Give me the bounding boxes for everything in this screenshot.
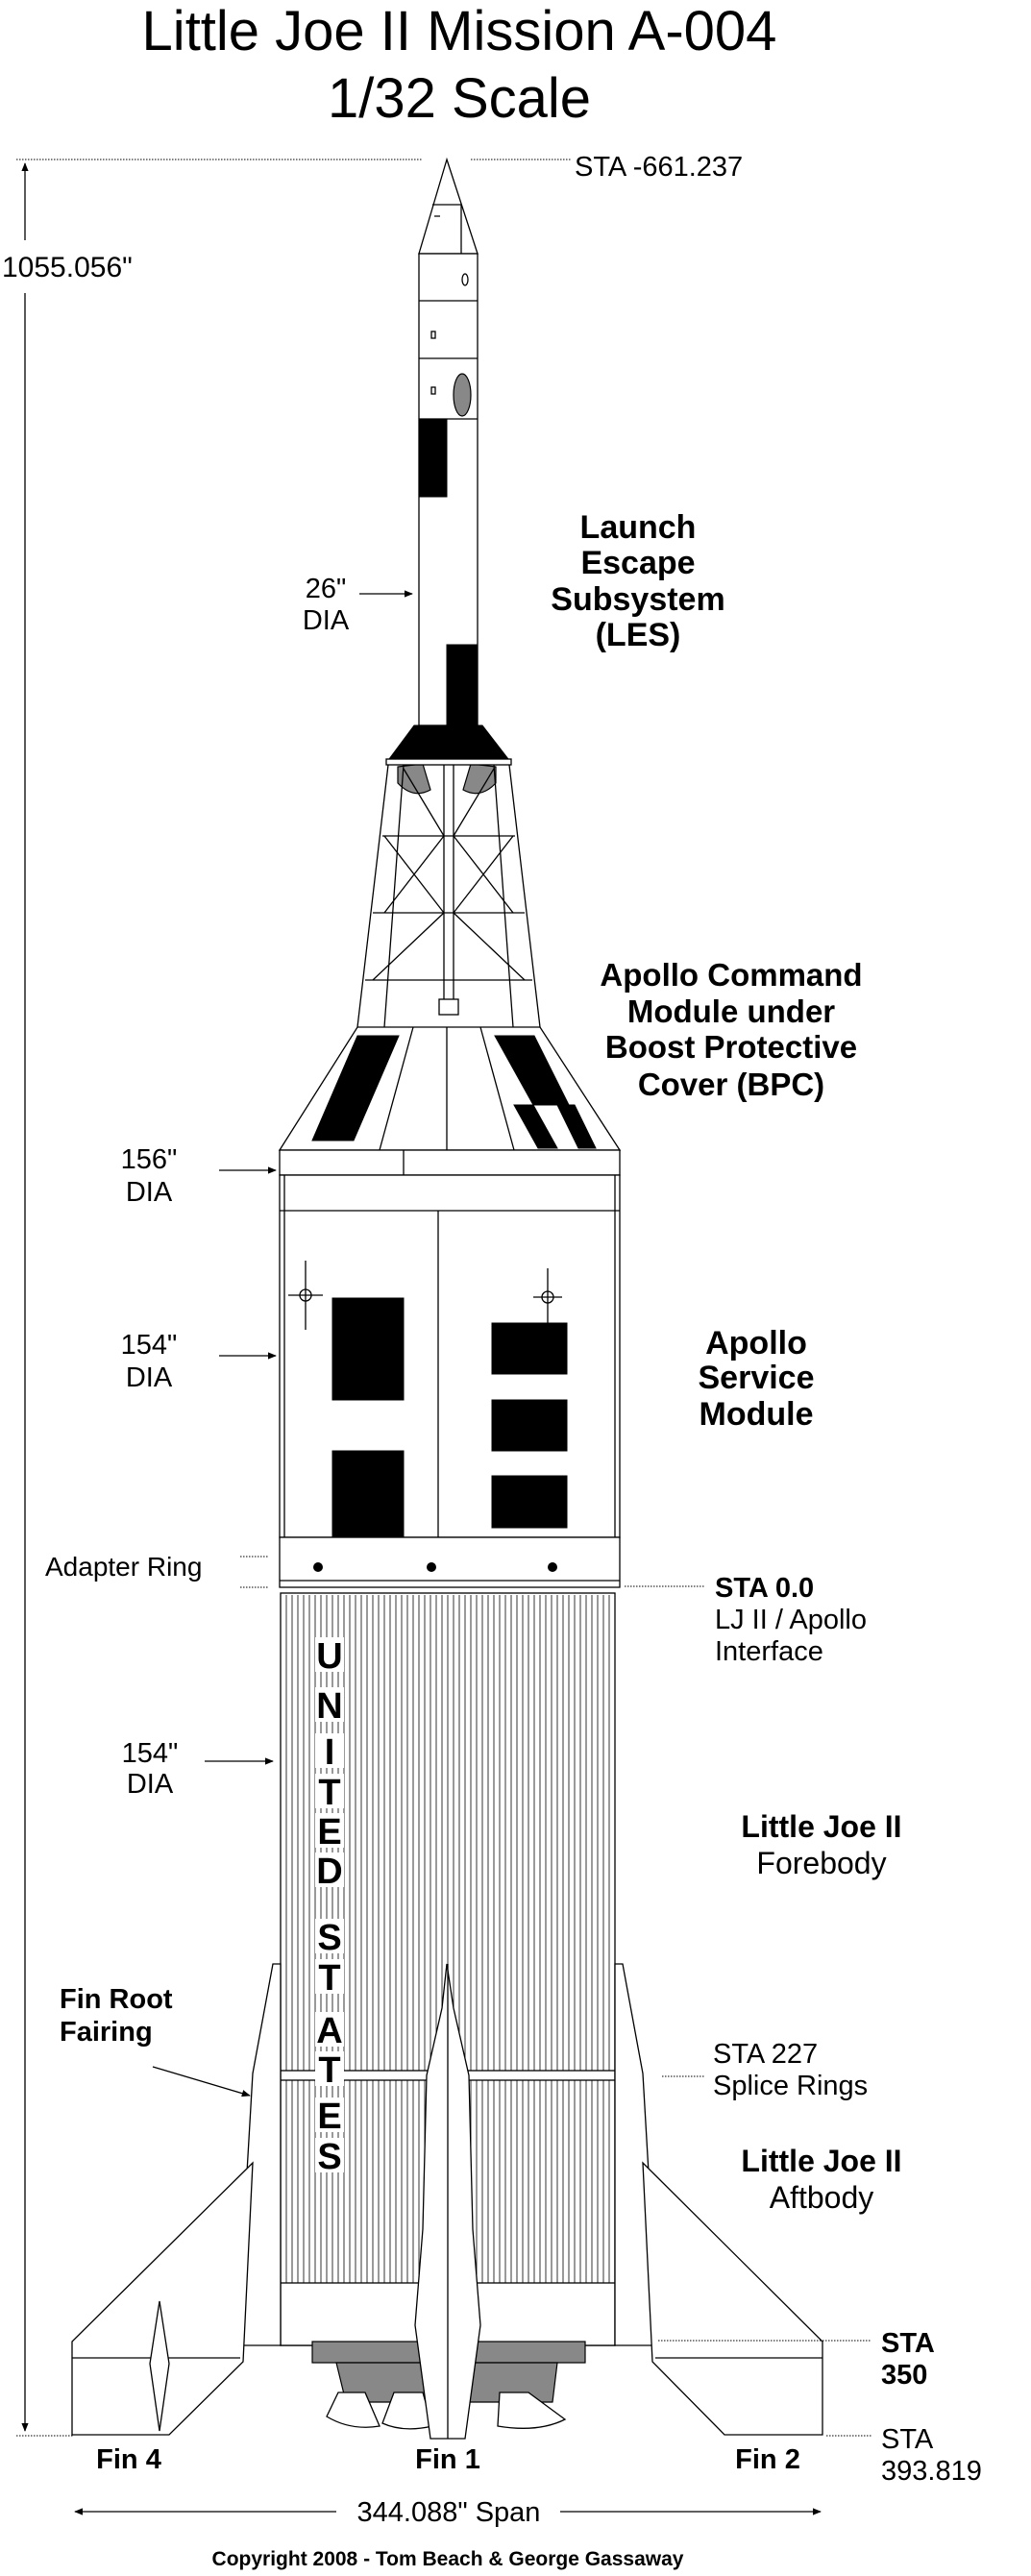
fin-root-label: Fairing bbox=[60, 2017, 153, 2048]
les-dia-label: DIA bbox=[303, 605, 350, 636]
sm-dia-label: DIA bbox=[126, 1362, 173, 1393]
splice-label: STA 227 bbox=[713, 2039, 818, 2070]
cm-dia-label: DIA bbox=[126, 1177, 173, 1208]
lettering-background bbox=[315, 1852, 344, 1887]
lettering-background bbox=[315, 1813, 344, 1848]
les-label-line: Escape bbox=[580, 545, 695, 581]
cm-label-line: Cover (BPC) bbox=[638, 1067, 824, 1102]
sm-label-line: Module bbox=[700, 1396, 814, 1433]
les-label-line: Subsystem bbox=[551, 581, 724, 618]
sm-label-line: Service bbox=[699, 1360, 815, 1396]
splice-label: Splice Rings bbox=[713, 2071, 868, 2101]
span-label: 344.088" Span bbox=[357, 2497, 541, 2528]
body-letter: E bbox=[317, 2097, 341, 2137]
body-letter: I bbox=[325, 1732, 335, 1773]
launch-escape-tower bbox=[356, 157, 541, 1028]
les-label-line: (LES) bbox=[596, 617, 681, 653]
overall-height-label: 1055.056" bbox=[2, 252, 133, 283]
body-letter: S bbox=[317, 2137, 341, 2177]
sta350-label: STA bbox=[881, 2328, 935, 2359]
body-letter: T bbox=[318, 2050, 340, 2091]
body-letter: A bbox=[316, 2011, 342, 2051]
body-letter: D bbox=[316, 1852, 342, 1892]
lettering-background bbox=[315, 1733, 344, 1768]
fin-root-label: Fin Root bbox=[60, 1984, 173, 2015]
les-label: Launch Escape Subsystem (LES) bbox=[551, 509, 724, 653]
aftbody-label: Little Joe II bbox=[741, 2144, 901, 2178]
forebody-dia-label: 154" bbox=[122, 1738, 179, 1769]
lettering-background bbox=[315, 1919, 344, 1953]
lettering-background bbox=[315, 1959, 344, 1994]
lettering-background bbox=[315, 2051, 344, 2086]
sta350-label: 350 bbox=[881, 2360, 927, 2391]
lettering-background bbox=[315, 1687, 344, 1722]
body-letter: T bbox=[318, 1958, 340, 1999]
lettering-background bbox=[315, 1637, 344, 1672]
cm-dia-label: 156" bbox=[121, 1144, 178, 1175]
cm-label-line: Boost Protective bbox=[605, 1029, 857, 1065]
nose-station-label: STA -661.237 bbox=[575, 152, 743, 183]
lettering-background bbox=[315, 2012, 344, 2047]
service-module bbox=[279, 1174, 621, 1554]
forebody-label: Little Joe II bbox=[741, 1809, 901, 1844]
forebody-dia-label: DIA bbox=[127, 1769, 174, 1800]
les-dia-label: 26" bbox=[306, 574, 347, 604]
aftbody-label: Aftbody bbox=[770, 2180, 874, 2215]
sm-dia-label: 154" bbox=[121, 1330, 178, 1361]
rcs-quad-icon bbox=[533, 1268, 562, 1326]
lettering-background bbox=[315, 2098, 344, 2132]
height-dimension bbox=[16, 159, 572, 2437]
copyright: Copyright 2008 - Tom Beach & George Gass… bbox=[212, 2548, 684, 2570]
little-joe-body bbox=[71, 1592, 823, 2440]
forebody-label: Forebody bbox=[756, 1846, 886, 1880]
adapter-ring bbox=[240, 1536, 621, 1588]
adapter-ring-label: Adapter Ring bbox=[45, 1552, 202, 1582]
boost-protective-cover bbox=[278, 1026, 622, 1176]
body-letter: E bbox=[317, 1812, 341, 1852]
cm-label-line: Module under bbox=[627, 994, 835, 1029]
les-label-line: Launch bbox=[580, 509, 697, 546]
sta393-label: STA bbox=[881, 2424, 934, 2455]
sta0-label: Interface bbox=[715, 1636, 823, 1667]
fin-4-label: Fin 4 bbox=[96, 2444, 161, 2475]
sm-label-line: Apollo bbox=[705, 1325, 807, 1362]
body-letter: S bbox=[317, 1918, 341, 1958]
body-letter: T bbox=[318, 1773, 340, 1813]
diagram-title: Little Joe II Mission A-004 bbox=[142, 0, 777, 62]
cm-label-line: Apollo Command bbox=[600, 957, 862, 993]
rcs-quad-icon bbox=[288, 1261, 323, 1330]
lettering-background bbox=[315, 1774, 344, 1808]
diagram-subtitle: 1/32 Scale bbox=[328, 67, 591, 130]
fin-2-label: Fin 2 bbox=[735, 2444, 800, 2475]
lettering-background bbox=[315, 2138, 344, 2172]
sta0-label: STA 0.0 bbox=[715, 1573, 814, 1604]
sta0-label: LJ II / Apollo bbox=[715, 1605, 867, 1635]
fin-1-label: Fin 1 bbox=[415, 2444, 480, 2475]
body-letter: U bbox=[316, 1636, 342, 1677]
sta393-label: 393.819 bbox=[881, 2456, 982, 2487]
body-letter: N bbox=[316, 1686, 342, 1727]
